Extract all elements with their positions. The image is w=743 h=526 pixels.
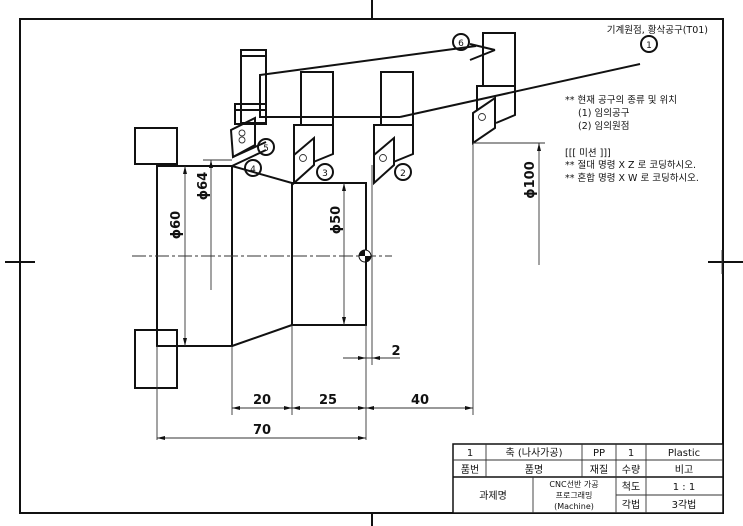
balloon-6: 6 [452, 33, 470, 51]
balloon-3: 3 [316, 163, 334, 181]
remark-header: 비고 [675, 464, 693, 476]
project-name-line2: 프로그래밍 [556, 490, 593, 500]
dimension-25: 25 [319, 393, 337, 408]
tool-holder-2-shank [373, 124, 414, 164]
svg-text:6: 6 [458, 39, 464, 49]
tool-insert-2 [373, 135, 395, 186]
insert-hole-icon [238, 136, 246, 144]
work-origin-icon [358, 249, 372, 263]
insert-hole-icon [379, 154, 387, 162]
svg-text:(2) 임의원점: (2) 임의원점 [578, 120, 629, 132]
svg-text:ϕ64: ϕ64 [196, 172, 211, 200]
tool-insert-5 [229, 116, 256, 159]
title-block: 1 축 (나사가공) PP 1 Plastic 품번 품명 재질 수량 비고 과… [452, 443, 724, 514]
remark-value: Plastic [668, 448, 700, 459]
material-value: PP [593, 448, 605, 459]
part-no-value: 1 [467, 448, 473, 459]
project-name-line3: (Machine) [554, 502, 594, 511]
scale-label: 척도 [622, 481, 640, 493]
svg-text:2: 2 [400, 169, 406, 179]
part-name-value: 축 (나사가공) [506, 447, 563, 459]
svg-text:** 절대 명령 X Z 로 코딩하시오.: ** 절대 명령 X Z 로 코딩하시오. [565, 159, 696, 171]
dimension-d64: ϕ64 [196, 159, 232, 290]
tool-holder-3-shank [293, 124, 334, 183]
scale-value: 1 : 1 [673, 482, 695, 493]
dimension-40: 40 [411, 393, 429, 408]
chuck-jaw-top [134, 127, 178, 165]
svg-text:1: 1 [646, 41, 652, 51]
dimension-20: 20 [253, 393, 271, 408]
svg-text:70: 70 [253, 423, 271, 438]
svg-text:3: 3 [322, 169, 328, 179]
svg-text:(1) 임의공구: (1) 임의공구 [578, 107, 630, 119]
turret-link-upper [259, 45, 477, 118]
balloon-1: 1 [640, 35, 658, 53]
dimension-chain: 20 25 40 [232, 393, 473, 410]
svg-text:ϕ100: ϕ100 [523, 161, 538, 199]
part-no-header: 품번 [461, 464, 479, 476]
projection-value: 3각법 [672, 499, 697, 511]
dimension-d100: ϕ100 [473, 142, 545, 265]
dimension-70: 70 [157, 423, 366, 440]
svg-text:4: 4 [250, 165, 256, 175]
leader-to-balloon-1 [399, 63, 641, 118]
dimension-gap-2: 2 [343, 344, 401, 360]
tool-holder-1-body [482, 32, 516, 87]
project-name-line1: CNC선반 가공 [549, 480, 598, 489]
material-header: 재질 [590, 464, 608, 476]
notes-block: ** 현재 공구의 종류 및 위치 (1) 임의공구 (2) 임의원점 [[[ … [565, 94, 699, 184]
svg-text:** 현재 공구의 종류 및 위치: ** 현재 공구의 종류 및 위치 [565, 94, 677, 106]
svg-text:5: 5 [263, 144, 269, 154]
quantity-value: 1 [628, 448, 634, 459]
balloon-4: 4 [244, 159, 262, 177]
balloon-2: 2 [394, 163, 412, 181]
insert-hole-icon [299, 154, 307, 162]
svg-text:ϕ60: ϕ60 [169, 211, 184, 239]
workpiece-d50-section [291, 182, 367, 326]
machine-origin-label: 기계원점, 황삭공구(T01) [607, 24, 708, 36]
tool-holder-1-shank [476, 85, 516, 124]
part-name-header: 품명 [525, 464, 543, 476]
insert-hole-icon [478, 113, 486, 121]
svg-text:[[[ 미션 ]]]: [[[ 미션 ]]] [565, 148, 611, 159]
svg-text:** 혼합 명령 X W 로 코딩하시오.: ** 혼합 명령 X W 로 코딩하시오. [565, 172, 699, 184]
dimension-d60: ϕ60 [169, 166, 187, 346]
drawing-border [19, 18, 724, 514]
svg-text:2: 2 [391, 344, 400, 359]
svg-text:ϕ50: ϕ50 [329, 206, 344, 234]
project-label: 과제명 [479, 490, 507, 502]
tool-insert-1 [472, 96, 496, 145]
quantity-header: 수량 [622, 464, 640, 476]
tool-holder-5-body [240, 49, 267, 124]
dimension-d50: ϕ50 [329, 183, 346, 325]
insert-hole-icon [238, 129, 246, 137]
tool-holder-4-body [234, 103, 267, 125]
balloon-5: 5 [257, 138, 275, 156]
tool-insert-3 [293, 135, 315, 186]
projection-label: 각법 [622, 499, 640, 511]
